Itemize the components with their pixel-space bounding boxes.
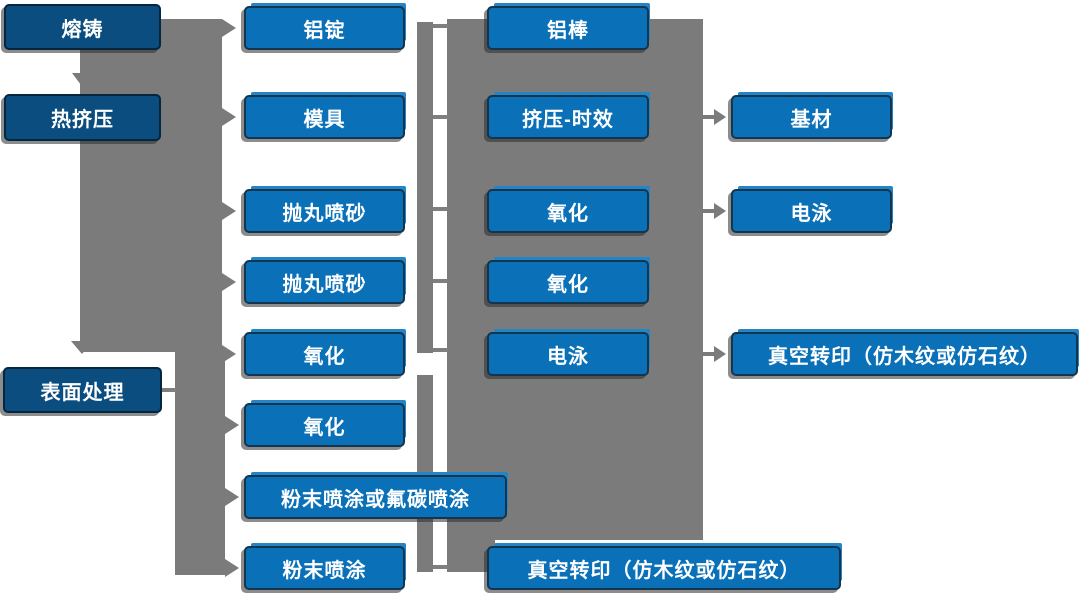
node-electrophoresis-c3: 电泳	[487, 332, 649, 376]
tick-row-ingot	[433, 24, 448, 28]
node-label: 粉末喷涂或氟碳喷涂	[281, 488, 470, 511]
node-electrophoresis-c4: 电泳	[731, 189, 892, 233]
stub-to-electro-c4	[703, 209, 715, 213]
node-powder: 粉末喷涂	[244, 546, 405, 590]
node-oxidation-c2-2: 氧化	[244, 403, 405, 447]
arrow-to-powder	[225, 559, 239, 577]
arrow-to-blast2	[222, 273, 236, 291]
node-stage-surface: 表面处理	[3, 367, 162, 413]
arrow-to-mold	[222, 108, 236, 126]
tick-row-blast2	[433, 279, 448, 283]
connector-mid-strip-upper	[417, 22, 433, 353]
node-shot-blast-1: 抛丸喷砂	[244, 189, 405, 233]
stub-to-vacuum-c4	[703, 352, 715, 356]
node-label: 挤压-时效	[522, 108, 614, 131]
node-label: 表面处理	[40, 381, 125, 404]
node-rod: 铝棒	[487, 6, 649, 50]
arrow-down-to-surface	[71, 341, 93, 354]
node-label: 氧化	[303, 416, 346, 439]
node-ingot: 铝锭	[244, 6, 405, 50]
node-label: 熔铸	[61, 18, 104, 41]
node-label: 粉末喷涂	[282, 559, 367, 582]
node-label: 电泳	[790, 202, 833, 225]
node-label: 真空转印（仿木纹或仿石纹）	[527, 559, 801, 582]
arrow-down-to-hot-extrusion	[72, 73, 90, 85]
node-label: 氧化	[547, 202, 589, 225]
node-powder-or-fluoro: 粉末喷涂或氟碳喷涂	[244, 475, 507, 519]
node-label: 氧化	[303, 345, 346, 368]
node-label: 氧化	[547, 273, 589, 296]
node-label: 铝棒	[547, 19, 589, 42]
node-label: 电泳	[547, 345, 589, 368]
arrow-to-base-material	[714, 109, 726, 125]
connector-left-wide-band	[80, 19, 222, 352]
node-stage-melting: 熔铸	[4, 4, 161, 50]
node-label: 热挤压	[51, 109, 114, 131]
node-oxidation-c3-2: 氧化	[487, 260, 649, 304]
node-mold: 模具	[244, 95, 405, 139]
node-stage-hot-extrusion: 热挤压	[4, 94, 161, 141]
node-label: 模具	[303, 108, 346, 131]
node-oxidation-c3-1: 氧化	[487, 189, 649, 233]
arrow-to-vacuum-c4	[714, 346, 726, 362]
arrow-to-electro-c4	[714, 203, 726, 219]
connector-left-narrow-band	[175, 352, 225, 575]
arrow-to-powder-fluoro	[225, 488, 239, 506]
node-label: 抛丸喷砂	[282, 273, 367, 296]
arrow-to-blast1	[222, 202, 236, 220]
tick-row-electro	[433, 348, 448, 352]
node-vacuum-transfer-c4: 真空转印（仿木纹或仿石纹）	[731, 332, 1078, 376]
arrow-to-oxidation2	[225, 416, 239, 434]
connector-mid-strip-lower	[417, 375, 433, 572]
node-oxidation-c2-1: 氧化	[244, 332, 405, 376]
arrow-to-oxidation1	[222, 345, 236, 363]
tick-row-mold	[433, 115, 448, 119]
node-label: 基材	[790, 108, 833, 131]
stub-to-base-material	[703, 115, 715, 119]
node-label: 真空转印（仿木纹或仿石纹）	[768, 345, 1041, 368]
tick-row-blast1	[433, 207, 448, 211]
node-vacuum-transfer-c3: 真空转印（仿木纹或仿石纹）	[487, 546, 841, 590]
node-label: 抛丸喷砂	[282, 202, 367, 225]
node-base-material: 基材	[731, 95, 892, 139]
node-label: 铝锭	[303, 19, 346, 42]
tick-row-bottom	[433, 565, 448, 569]
arrow-to-ingot	[222, 19, 236, 37]
connector-surface-stage-line	[162, 388, 176, 392]
node-extrusion-aging: 挤压-时效	[487, 95, 649, 139]
node-shot-blast-2: 抛丸喷砂	[244, 260, 405, 304]
